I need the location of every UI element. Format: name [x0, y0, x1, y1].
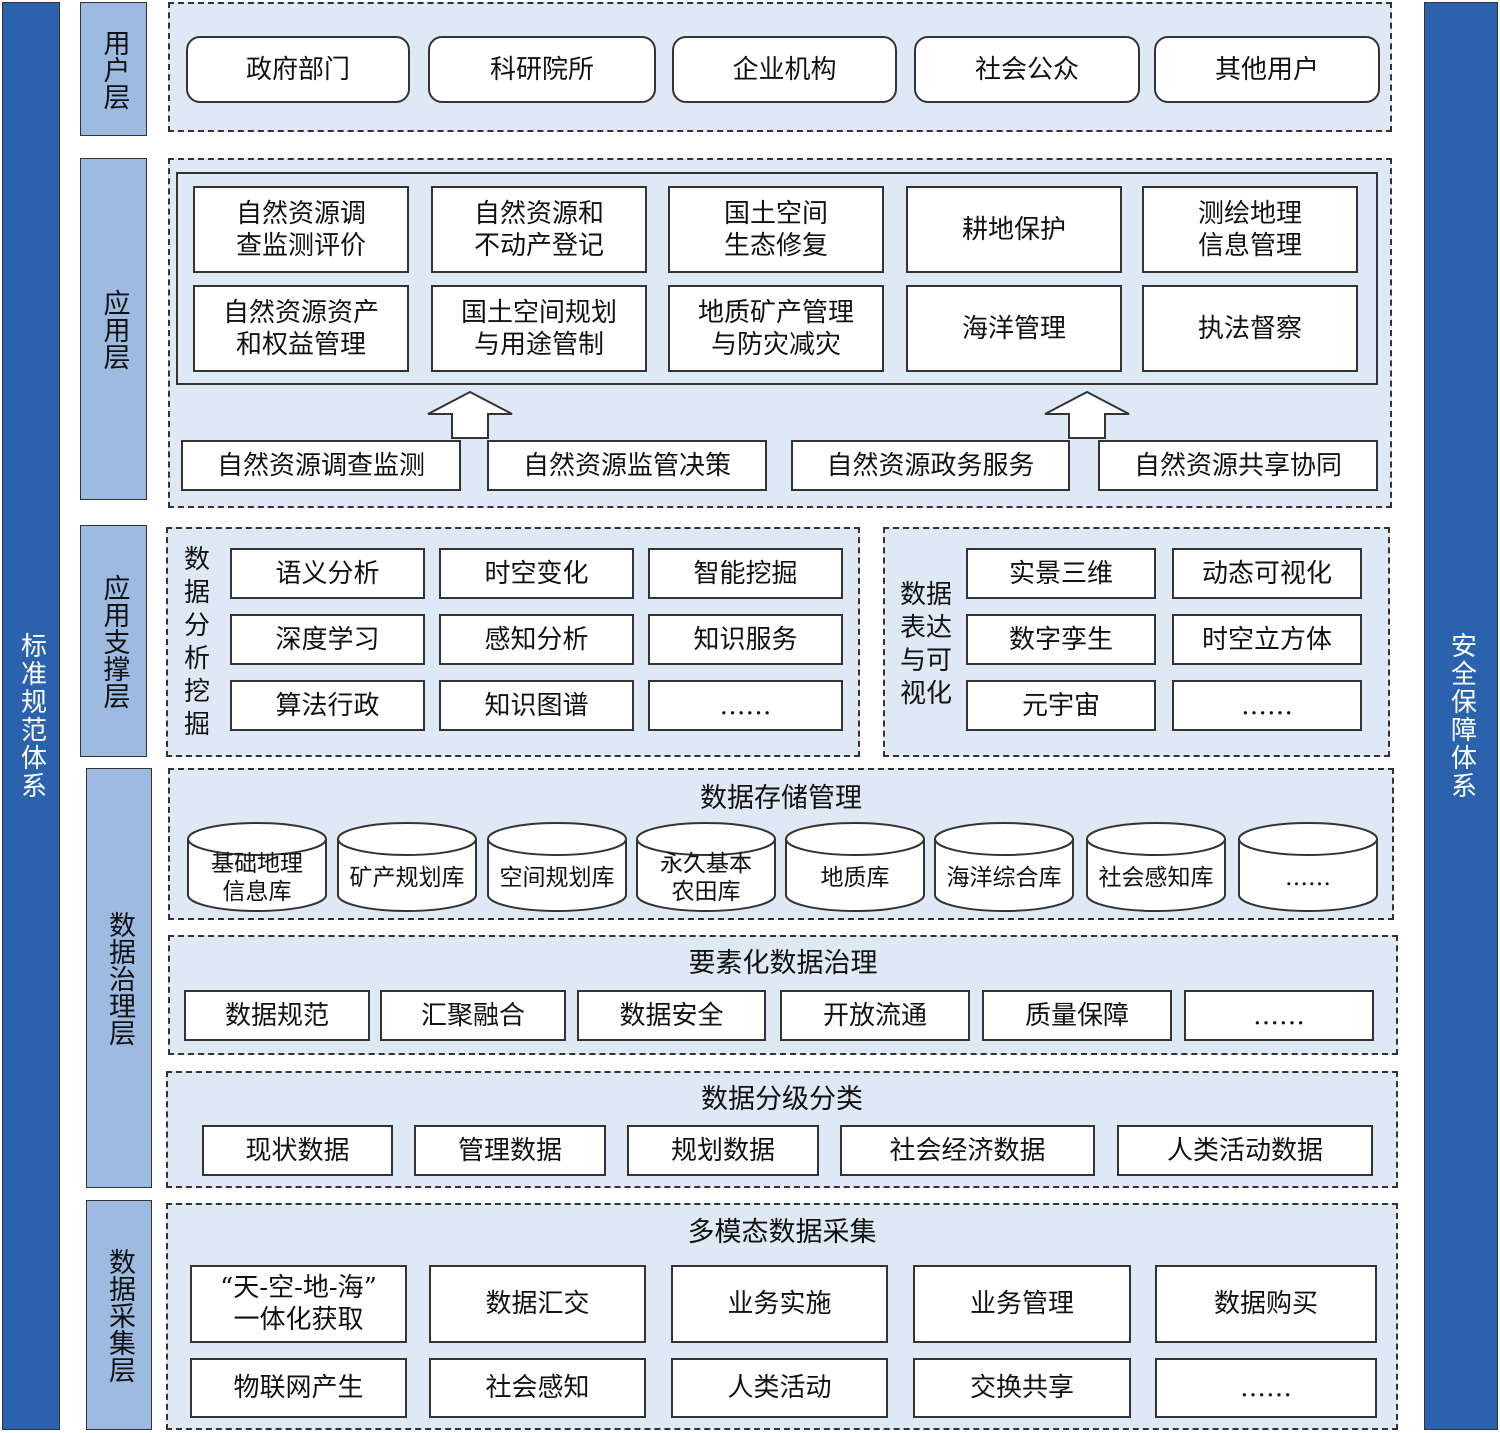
visual-box: 数字孪生	[966, 614, 1156, 665]
app-box: 执法督察	[1142, 285, 1358, 372]
storage-title: 数据存储管理	[700, 782, 862, 814]
visual-label: 数据 表达 与可 视化	[899, 580, 952, 709]
collect-box: 物联网产生	[190, 1358, 407, 1418]
app-box: 测绘地理 信息管理	[1142, 186, 1358, 273]
database-label: 地质库	[820, 865, 890, 891]
visual-box: 元宇宙	[966, 680, 1156, 731]
app-base-box: 自然资源政务服务	[791, 440, 1070, 491]
governance-box: 数据安全	[577, 990, 766, 1041]
classify-title: 数据分级分类	[701, 1083, 863, 1115]
collect-box: 数据汇交	[429, 1265, 646, 1343]
collect-box: 交换共享	[913, 1358, 1131, 1418]
collect-box: 业务实施	[671, 1265, 888, 1343]
collect-box: 业务管理	[913, 1265, 1131, 1343]
database-cylinder: 社会感知库	[1086, 822, 1226, 912]
up-arrow-icon	[1044, 390, 1130, 439]
app-box: 耕地保护	[906, 186, 1122, 273]
classify-box: 人类活动数据	[1117, 1125, 1373, 1176]
visual-box: 动态可视化	[1172, 548, 1362, 599]
analysis-box: 深度学习	[230, 614, 425, 665]
app-base-box: 自然资源监管决策	[487, 440, 767, 491]
classify-box: 现状数据	[202, 1125, 393, 1176]
database-cylinder: 永久基本 农田库	[636, 822, 776, 912]
database-icon	[785, 822, 925, 912]
visual-box: 时空立方体	[1172, 614, 1362, 665]
database-label: 社会感知库	[1098, 865, 1214, 891]
app-box: 海洋管理	[906, 285, 1122, 372]
database-cylinder: 基础地理 信息库	[187, 822, 327, 912]
governance-box: 开放流通	[780, 990, 970, 1041]
analysis-label: 数 据 分 析 挖 掘	[183, 544, 210, 740]
database-cylinder: 海洋综合库	[934, 822, 1074, 912]
collect-box: “天-空-地-海” 一体化获取	[190, 1265, 407, 1343]
database-icon	[1238, 822, 1378, 912]
collect-box: 人类活动	[671, 1358, 888, 1418]
database-icon	[187, 822, 327, 912]
app-box: 自然资源和 不动产登记	[431, 186, 647, 273]
database-icon	[934, 822, 1074, 912]
database-cylinder: ……	[1238, 822, 1378, 912]
database-cylinder: 矿产规划库	[337, 822, 477, 912]
analysis-box: 算法行政	[230, 680, 425, 731]
analysis-box: 智能挖掘	[648, 548, 843, 599]
analysis-box: 语义分析	[230, 548, 425, 599]
visual-box: 实景三维	[966, 548, 1156, 599]
layer-app: 应用层	[80, 158, 147, 500]
database-label: 空间规划库	[499, 865, 615, 891]
app-base-box: 自然资源共享协同	[1098, 440, 1378, 491]
app-box: 国土空间规划 与用途管制	[431, 285, 647, 372]
database-label: 永久基本 农田库	[660, 851, 752, 905]
collect-box: ……	[1155, 1358, 1377, 1418]
database-label: ……	[1285, 865, 1331, 891]
database-cylinder: 地质库	[785, 822, 925, 912]
app-base-box: 自然资源调查监测	[181, 440, 461, 491]
analysis-box: 知识服务	[648, 614, 843, 665]
visual-box: ……	[1172, 680, 1362, 731]
classify-box: 社会经济数据	[840, 1125, 1095, 1176]
app-box: 国土空间 生态修复	[668, 186, 884, 273]
layer-support: 应用支撑层	[80, 525, 147, 757]
user-box: 政府部门	[186, 36, 410, 103]
collect-title: 多模态数据采集	[687, 1216, 877, 1248]
app-box: 自然资源调 查监测评价	[193, 186, 409, 273]
classify-box: 规划数据	[627, 1125, 819, 1176]
collect-box: 数据购买	[1155, 1265, 1377, 1343]
database-label: 海洋综合库	[946, 865, 1062, 891]
standards-system-bar: 标准规范体系	[2, 2, 60, 1430]
app-box: 自然资源资产 和权益管理	[193, 285, 409, 372]
analysis-box: ……	[648, 680, 843, 731]
database-label: 矿产规划库	[349, 865, 465, 891]
layer-governance: 数据治理层	[86, 768, 152, 1188]
database-icon	[1086, 822, 1226, 912]
user-box: 社会公众	[914, 36, 1140, 103]
up-arrow-icon	[427, 390, 513, 439]
app-box: 地质矿产管理 与防灾减灾	[668, 285, 884, 372]
database-icon	[636, 822, 776, 912]
governance-box: 数据规范	[184, 990, 370, 1041]
governance-box: 汇聚融合	[380, 990, 566, 1041]
layer-user: 用户层	[80, 2, 147, 136]
user-box: 企业机构	[672, 36, 897, 103]
analysis-box: 感知分析	[439, 614, 634, 665]
database-label: 基础地理 信息库	[211, 851, 303, 905]
database-icon	[487, 822, 627, 912]
governance-title: 要素化数据治理	[688, 947, 878, 979]
user-box: 其他用户	[1154, 36, 1380, 103]
classify-box: 管理数据	[414, 1125, 606, 1176]
security-system-bar: 安全保障体系	[1424, 2, 1498, 1430]
governance-box: ……	[1184, 990, 1374, 1041]
analysis-box: 时空变化	[439, 548, 634, 599]
analysis-box: 知识图谱	[439, 680, 634, 731]
database-icon	[337, 822, 477, 912]
database-cylinder: 空间规划库	[487, 822, 627, 912]
collect-box: 社会感知	[429, 1358, 646, 1418]
user-box: 科研院所	[428, 36, 656, 103]
layer-collection: 数据采集层	[86, 1200, 152, 1430]
governance-box: 质量保障	[982, 990, 1172, 1041]
